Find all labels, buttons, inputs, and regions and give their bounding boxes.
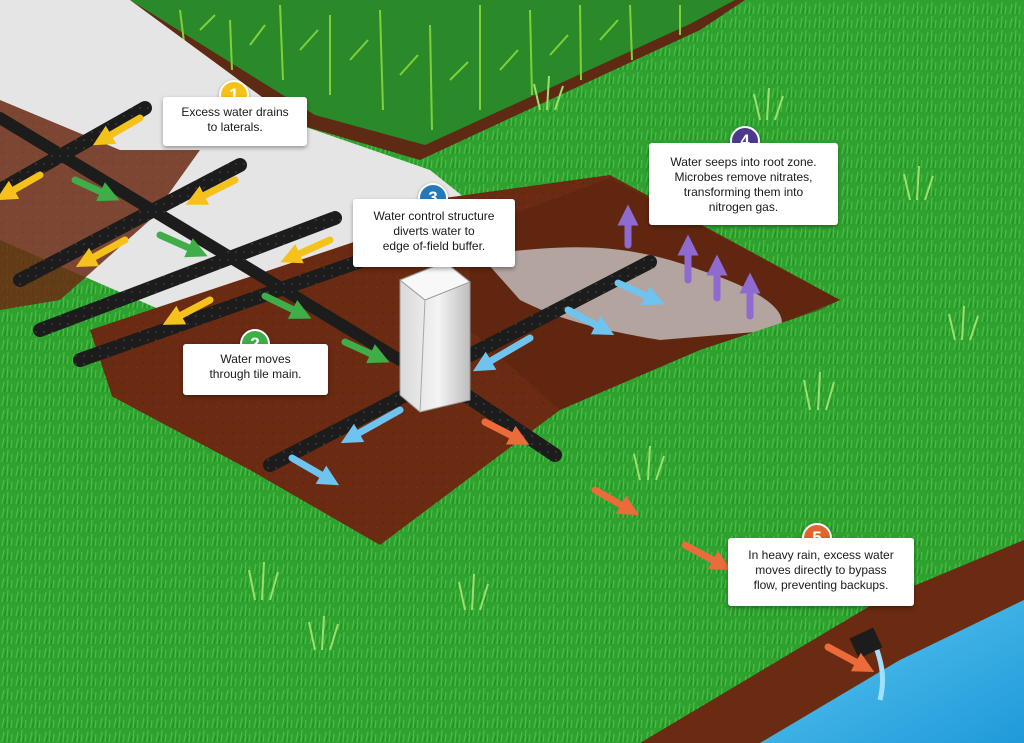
callout-text-line: flow, preventing backups.	[753, 578, 889, 592]
stream-bank	[640, 540, 1024, 743]
stream-water	[760, 600, 1024, 743]
water-control-structure	[399, 261, 471, 413]
callout-text-line: edge of-field buffer.	[382, 239, 486, 253]
step-5-callout: In heavy rain, excess water moves direct…	[728, 538, 914, 606]
grass-tufts	[248, 75, 979, 651]
callout-text-line: nitrogen gas.	[708, 200, 779, 214]
step-2-callout: Water moves through tile main.	[183, 344, 328, 395]
callout-text-line: to laterals.	[207, 120, 263, 134]
bypass-outlet-pipe	[849, 627, 883, 659]
corn-field	[120, 0, 745, 160]
callout-text-line: moves directly to bypass	[755, 563, 887, 577]
callout-text-line: Water seeps into root zone.	[670, 155, 817, 169]
callout-text-line: through tile main.	[209, 367, 302, 381]
saturated-zone	[480, 247, 782, 340]
step-3-callout: Water control structure diverts water to…	[353, 199, 515, 267]
callout-text-line: Excess water drains	[181, 105, 289, 119]
callout-text-line: diverts water to	[393, 224, 475, 238]
callout-text-line: Water control structure	[373, 209, 495, 223]
front-grass	[0, 220, 1024, 743]
callout-text-line: Water moves	[220, 352, 291, 366]
callout-text-line: Microbes remove nitrates,	[674, 170, 813, 184]
step-4-callout: Water seeps into root zone. Microbes rem…	[649, 143, 838, 225]
callout-text-line: transforming them into	[683, 185, 804, 199]
callout-text-line: In heavy rain, excess water	[748, 548, 894, 562]
flow-arrows	[0, 114, 875, 672]
step-1-callout: Excess water drains to laterals.	[163, 97, 307, 146]
